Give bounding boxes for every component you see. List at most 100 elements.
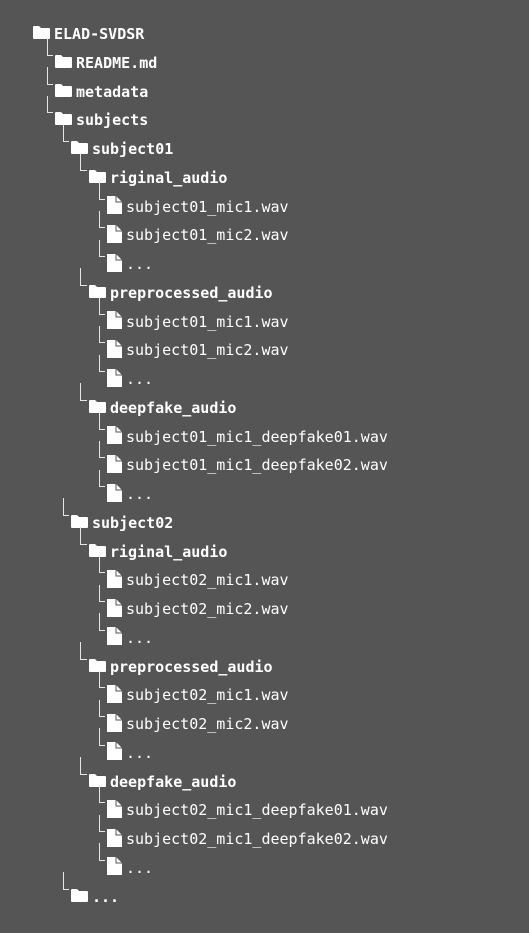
tree-connector bbox=[99, 785, 105, 804]
file-label: subject02_mic2.wav bbox=[126, 715, 289, 733]
file-item-subject01-mic1-deepfake02-wav[interactable]: subject01_mic1_deepfake02.wav bbox=[106, 451, 388, 480]
file-item-ellipsis[interactable]: ... bbox=[106, 624, 153, 653]
folder-icon bbox=[88, 658, 107, 677]
folder-icon bbox=[32, 25, 51, 44]
file-item-ellipsis[interactable]: ... bbox=[106, 365, 153, 394]
folder-item-deepfake-audio[interactable]: deepfake_audio bbox=[88, 394, 236, 423]
file-item-subject02-mic1-deepfake01-wav[interactable]: subject02_mic1_deepfake01.wav bbox=[106, 796, 388, 825]
folder-item-metadata[interactable]: metadata bbox=[54, 78, 148, 107]
file-item-subject01-mic1-wav[interactable]: subject01_mic1.wav bbox=[106, 193, 289, 222]
file-label: subject02_mic1_deepfake02.wav bbox=[126, 830, 388, 848]
file-icon bbox=[106, 195, 123, 219]
tree-connector bbox=[99, 297, 105, 315]
folder-item-elad-svdsr[interactable]: ELAD-SVDSR bbox=[32, 20, 144, 49]
folder-item-ellipsis[interactable]: ... bbox=[70, 883, 119, 912]
file-item-subject02-mic2-wav[interactable]: subject02_mic2.wav bbox=[106, 595, 289, 624]
folder-item-preprocessed-audio[interactable]: preprocessed_audio bbox=[88, 653, 273, 682]
file-item-subject01-mic2-wav[interactable]: subject01_mic2.wav bbox=[106, 221, 289, 250]
folder-icon bbox=[88, 543, 107, 562]
file-label: subject02_mic1_deepfake01.wav bbox=[126, 801, 388, 820]
file-label: subject02_mic1.wav bbox=[126, 571, 289, 590]
tree-connector bbox=[99, 210, 105, 229]
folder-item-readme-md[interactable]: README.md bbox=[54, 49, 157, 78]
file-item-subject02-mic1-wav[interactable]: subject02_mic1.wav bbox=[106, 566, 289, 595]
file-item-subject02-mic2-wav[interactable]: subject02_mic2.wav bbox=[106, 710, 289, 739]
folder-label: deepfake_audio bbox=[110, 398, 237, 417]
tree-connector bbox=[80, 153, 87, 171]
folder-label: subjects bbox=[76, 111, 149, 130]
folder-icon bbox=[70, 514, 89, 533]
file-label: subject02_mic2.wav bbox=[126, 600, 289, 618]
file-icon bbox=[106, 799, 123, 823]
tree-connector bbox=[47, 38, 53, 56]
tree-connector bbox=[99, 843, 105, 861]
folder-icon bbox=[88, 284, 107, 303]
folder-item-subject02[interactable]: subject02 bbox=[70, 509, 173, 538]
tree-connector bbox=[99, 182, 105, 200]
folder-label: ... bbox=[92, 887, 120, 906]
tree-connector bbox=[99, 613, 105, 631]
file-item-ellipsis[interactable]: ... bbox=[106, 480, 153, 509]
folder-item-subject01[interactable]: subject01 bbox=[70, 135, 173, 164]
file-label: ... bbox=[126, 743, 154, 762]
file-item-subject02-mic1-wav[interactable]: subject02_mic1.wav bbox=[106, 681, 289, 710]
folder-icon bbox=[88, 773, 107, 792]
tree-connector bbox=[80, 268, 87, 286]
folder-icon bbox=[70, 140, 89, 159]
file-item-subject01-mic1-wav[interactable]: subject01_mic1.wav bbox=[106, 308, 289, 337]
folder-label: subject02 bbox=[92, 513, 174, 532]
tree-connector bbox=[80, 642, 87, 660]
tree-connector bbox=[99, 412, 105, 430]
folder-label: metadata bbox=[76, 82, 149, 101]
file-icon bbox=[106, 454, 123, 478]
file-icon bbox=[106, 828, 123, 852]
file-label: ... bbox=[126, 858, 154, 877]
tree-connector bbox=[99, 555, 105, 574]
file-label: subject01_mic2.wav bbox=[126, 226, 289, 245]
tree-connector bbox=[99, 354, 105, 372]
file-label: ... bbox=[126, 485, 154, 503]
tree-connector bbox=[99, 670, 105, 689]
file-label: ... bbox=[126, 370, 154, 388]
tree-connector bbox=[99, 325, 105, 344]
folder-item-deepfake-audio[interactable]: deepfake_audio bbox=[88, 768, 236, 797]
file-item-subject01-mic1-deepfake01-wav[interactable]: subject01_mic1_deepfake01.wav bbox=[106, 423, 388, 452]
file-item-ellipsis[interactable]: ... bbox=[106, 739, 153, 768]
folder-icon bbox=[88, 399, 107, 418]
folder-icon bbox=[54, 111, 73, 130]
tree-connector bbox=[63, 124, 69, 142]
file-label: subject01_mic1_deepfake02.wav bbox=[126, 456, 388, 475]
folder-label: ELAD-SVDSR bbox=[54, 25, 145, 43]
tree-connector bbox=[80, 757, 87, 775]
folder-label: riginal_audio bbox=[110, 542, 228, 561]
tree-connector bbox=[63, 498, 69, 516]
tree-connector bbox=[99, 814, 105, 832]
file-label: ... bbox=[126, 255, 154, 273]
file-item-subject02-mic1-deepfake02-wav[interactable]: subject02_mic1_deepfake02.wav bbox=[106, 825, 388, 854]
tree-connector bbox=[99, 440, 105, 459]
folder-label: deepfake_audio bbox=[110, 772, 237, 791]
file-item-ellipsis[interactable]: ... bbox=[106, 854, 153, 883]
tree-connector bbox=[63, 872, 69, 890]
tree-connector bbox=[80, 527, 87, 545]
folder-item-riginal-audio[interactable]: riginal_audio bbox=[88, 538, 227, 567]
folder-item-subjects[interactable]: subjects bbox=[54, 106, 148, 135]
file-icon bbox=[106, 224, 123, 248]
folder-label: riginal_audio bbox=[110, 168, 228, 187]
file-icon bbox=[106, 684, 123, 708]
file-item-subject01-mic2-wav[interactable]: subject01_mic2.wav bbox=[106, 336, 289, 365]
file-label: ... bbox=[126, 628, 154, 647]
tree-connector bbox=[47, 95, 53, 114]
folder-item-preprocessed-audio[interactable]: preprocessed_audio bbox=[88, 279, 273, 308]
folder-label: preprocessed_audio bbox=[110, 657, 273, 676]
file-icon bbox=[106, 569, 123, 593]
file-item-ellipsis[interactable]: ... bbox=[106, 250, 153, 279]
folder-item-riginal-audio[interactable]: riginal_audio bbox=[88, 164, 227, 193]
file-icon bbox=[106, 626, 123, 650]
file-icon bbox=[106, 368, 123, 392]
folder-label: preprocessed_audio bbox=[110, 283, 273, 302]
tree-connector bbox=[99, 239, 105, 257]
file-icon bbox=[106, 856, 123, 880]
file-icon bbox=[106, 483, 123, 507]
